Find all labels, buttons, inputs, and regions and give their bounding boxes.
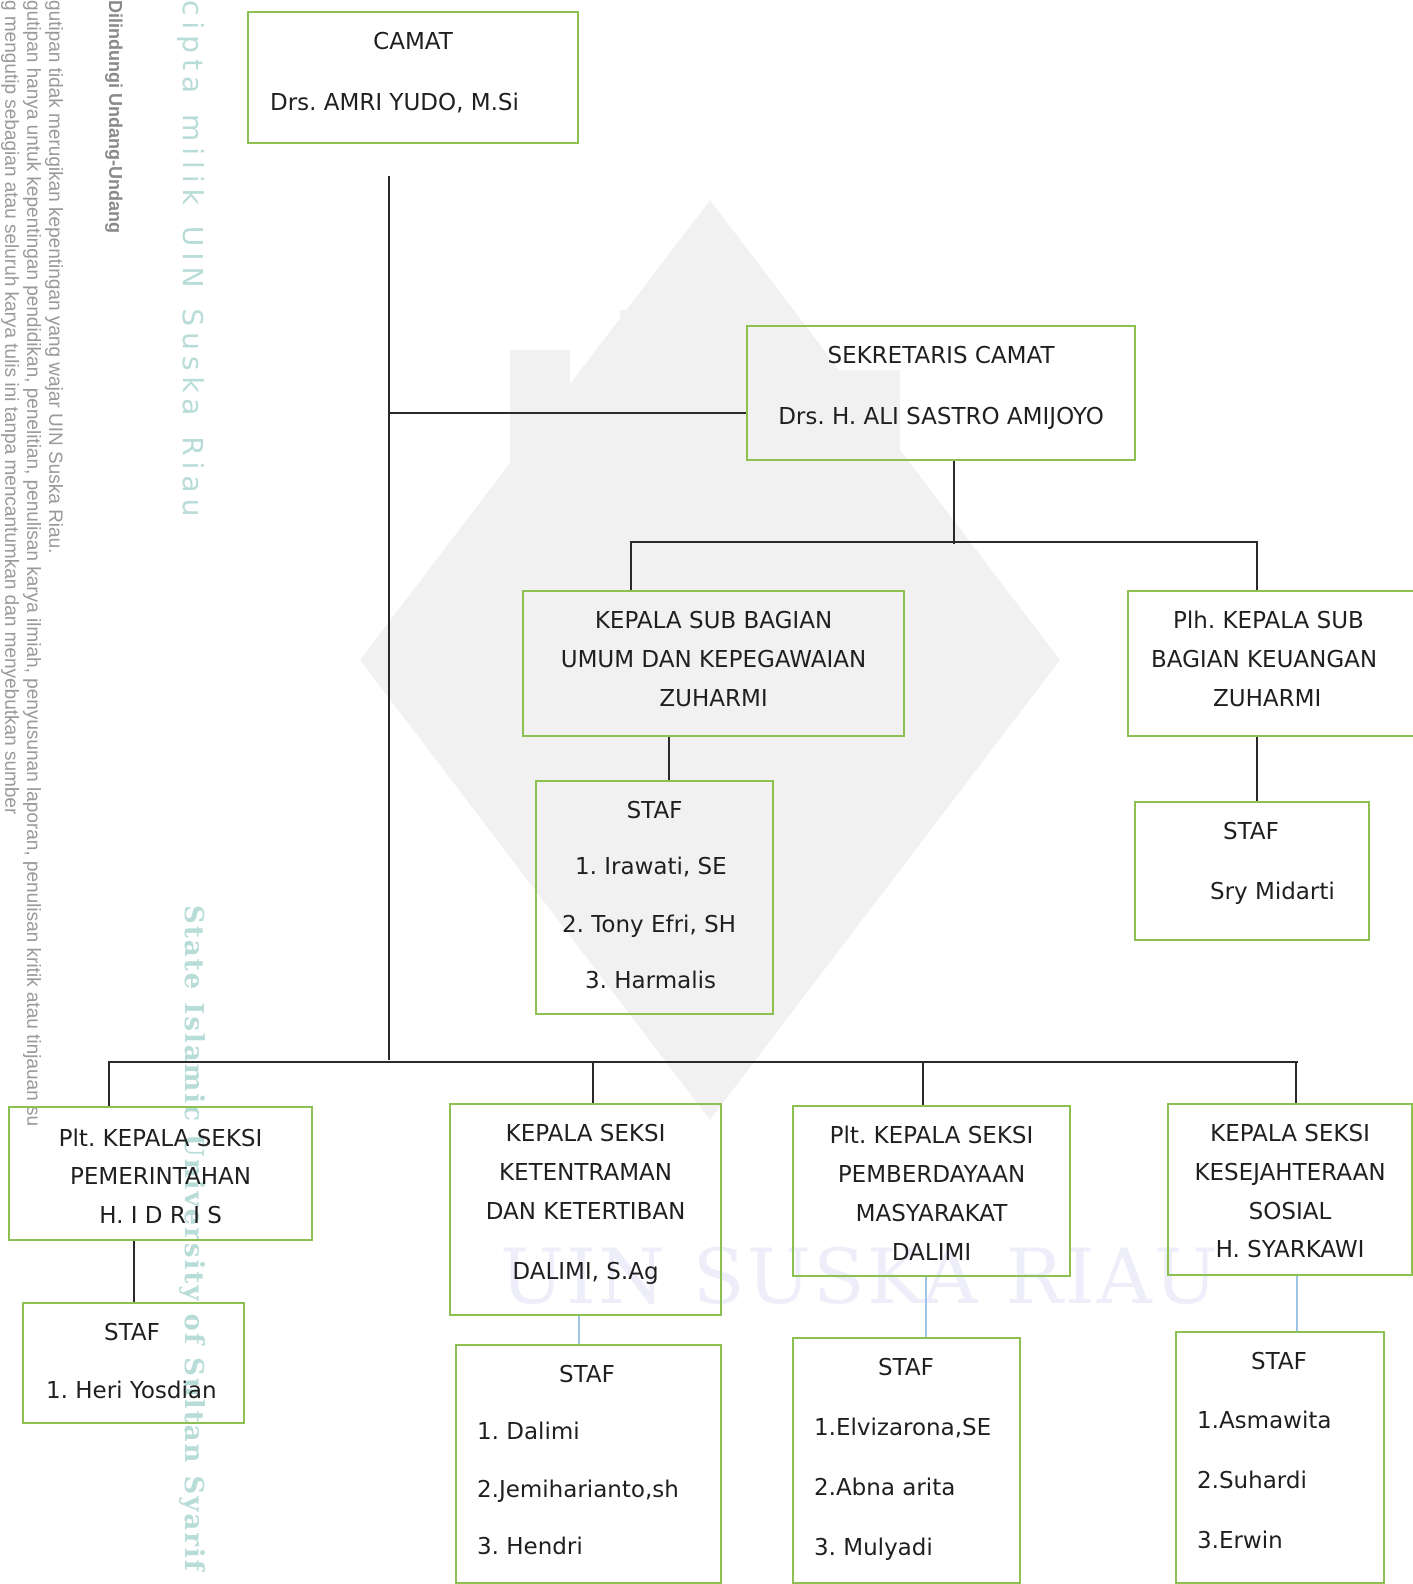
connector-kesejahteraan-staf [1296,1276,1298,1332]
connector-to-sekretaris [388,412,748,414]
kasubbag-umum-line-2: UMUM DAN KEPEGAWAIAN [560,647,867,673]
connector-pemberdayaan-staf [925,1276,927,1338]
kasubbag-umum-line-3: ZUHARMI [659,686,768,712]
staf-kesejahteraan-box: STAF 1.Asmawita 2.Suhardi 3.Erwin [1175,1331,1385,1584]
kasubbag-umum-box: KEPALA SUB BAGIAN UMUM DAN KEPEGAWAIAN Z… [522,590,905,737]
staf-umum-item-3: 3. Harmalis [585,968,716,994]
staf-pemberdayaan-title: STAF [878,1355,934,1381]
seksi-pemerintahan-line-3: H. I D R I S [99,1203,222,1229]
staf-kesejahteraan-item-3: 3.Erwin [1197,1528,1283,1554]
staf-kesejahteraan-title: STAF [1251,1349,1307,1375]
staf-umum-item-2: 2. Tony Efri, SH [562,912,736,938]
connector-to-pemerintahan [108,1061,110,1107]
connector-umum-staf [668,736,670,780]
seksi-ketentraman-box: KEPALA SEKSI KETENTRAMAN DAN KETERTIBAN … [449,1103,722,1316]
staf-pemerintahan-title: STAF [104,1320,160,1346]
seksi-pemberdayaan-line-1: Plt. KEPALA SEKSI [829,1123,1034,1149]
connector-seksi-bus [108,1061,1298,1063]
side-watermark-heading: Dilindungi Undang-Undang [105,0,125,233]
seksi-kesejahteraan-line-2: KESEJAHTERAAN [1194,1160,1386,1186]
connector-to-pemberdayaan [922,1061,924,1106]
connector-pemerintahan-staf [133,1240,135,1303]
kasubbag-keuangan-box: Plh. KEPALA SUB BAGIAN KEUANGAN ZUHARMI [1127,590,1413,737]
staf-ketentraman-title: STAF [559,1362,615,1388]
camat-box: CAMAT Drs. AMRI YUDO, M.Si [247,11,579,144]
camat-name: Drs. AMRI YUDO, M.Si [270,90,519,116]
seksi-kesejahteraan-line-4: H. SYARKAWI [1215,1237,1365,1263]
side-watermark-cipta: cipta milik UIN Suska Riau [176,0,209,523]
connector-to-kesejahteraan [1295,1061,1297,1104]
staf-ketentraman-item-3: 3. Hendri [477,1534,583,1560]
side-watermark-state: State Islamic University of Sultan Syari… [178,905,208,1572]
staf-keuangan-title: STAF [1223,819,1279,845]
staf-umum-box: STAF 1. Irawati, SE 2. Tony Efri, SH 3. … [535,780,774,1015]
seksi-ketentraman-line-2: KETENTRAMAN [498,1160,673,1186]
side-watermark-line-1: g mengutip sebagian atau seluruh karya t… [0,0,21,815]
seksi-ketentraman-line-4: DALIMI, S.Ag [512,1259,659,1285]
connector-subbag-bus [630,541,1258,543]
sekretaris-box: SEKRETARIS CAMAT Drs. H. ALI SASTRO AMIJ… [746,325,1136,461]
side-watermark-line-3: gutipan tidak merugikan kepentingan yang… [44,0,65,554]
staf-kesejahteraan-item-1: 1.Asmawita [1197,1408,1332,1434]
staf-keuangan-box: STAF Sry Midarti [1134,801,1370,941]
seksi-pemberdayaan-line-2: PEMBERDAYAAN [837,1162,1026,1188]
seksi-pemberdayaan-line-3: MASYARAKAT [855,1201,1008,1227]
staf-ketentraman-item-1: 1. Dalimi [477,1419,580,1445]
seksi-ketentraman-line-3: DAN KETERTIBAN [485,1199,686,1225]
staf-pemberdayaan-item-3: 3. Mulyadi [814,1535,933,1561]
staf-pemberdayaan-item-1: 1.Elvizarona,SE [814,1415,992,1441]
kasubbag-umum-line-1: KEPALA SUB BAGIAN [594,608,833,634]
staf-ketentraman-item-2: 2.Jemiharianto,sh [477,1477,679,1503]
camat-title: CAMAT [373,29,453,55]
staf-umum-item-1: 1. Irawati, SE [575,854,727,880]
connector-to-ketentraman [592,1061,594,1104]
seksi-kesejahteraan-box: KEPALA SEKSI KESEJAHTERAAN SOSIAL H. SYA… [1167,1103,1413,1276]
connector-to-keuangan [1256,541,1258,591]
connector-camat-trunk [388,176,390,1060]
kasubbag-keuangan-line-1: Plh. KEPALA SUB [1173,608,1364,634]
staf-kesejahteraan-item-2: 2.Suhardi [1197,1468,1307,1494]
connector-keuangan-staf [1256,736,1258,802]
connector-to-umum [630,541,632,591]
seksi-pemerintahan-line-2: PEMERINTAHAN [70,1164,251,1190]
seksi-pemberdayaan-line-4: DALIMI [891,1240,972,1266]
staf-umum-title: STAF [626,798,683,824]
seksi-pemerintahan-line-1: Plt. KEPALA SEKSI [58,1126,263,1152]
seksi-ketentraman-line-1: KEPALA SEKSI [505,1121,666,1147]
staf-pemberdayaan-box: STAF 1.Elvizarona,SE 2.Abna arita 3. Mul… [792,1337,1021,1584]
staf-keuangan-item-1: Sry Midarti [1210,879,1335,905]
staf-pemberdayaan-item-2: 2.Abna arita [814,1475,956,1501]
side-watermark-line-2: gutipan hanya untuk kepentingan pendidik… [22,0,43,1127]
connector-sekretaris-down [953,460,955,544]
seksi-kesejahteraan-line-3: SOSIAL [1248,1199,1332,1225]
staf-ketentraman-box: STAF 1. Dalimi 2.Jemiharianto,sh 3. Hend… [455,1344,722,1584]
seksi-pemberdayaan-box: Plt. KEPALA SEKSI PEMBERDAYAAN MASYARAKA… [792,1105,1071,1277]
kasubbag-keuangan-line-2: BAGIAN KEUANGAN [1151,647,1378,673]
staf-pemerintahan-item-1: 1. Heri Yosdian [46,1378,217,1404]
staf-pemerintahan-box: STAF 1. Heri Yosdian [22,1302,245,1424]
seksi-pemerintahan-box: Plt. KEPALA SEKSI PEMERINTAHAN H. I D R … [8,1106,313,1241]
connector-ketentraman-staf [578,1315,580,1345]
sekretaris-name: Drs. H. ALI SASTRO AMIJOYO [778,404,1104,430]
sekretaris-title: SEKRETARIS CAMAT [827,343,1055,369]
side-watermark: g mengutip sebagian atau seluruh karya t… [0,0,220,1572]
seksi-kesejahteraan-line-1: KEPALA SEKSI [1210,1121,1370,1147]
kasubbag-keuangan-line-3: ZUHARMI [1213,686,1322,712]
